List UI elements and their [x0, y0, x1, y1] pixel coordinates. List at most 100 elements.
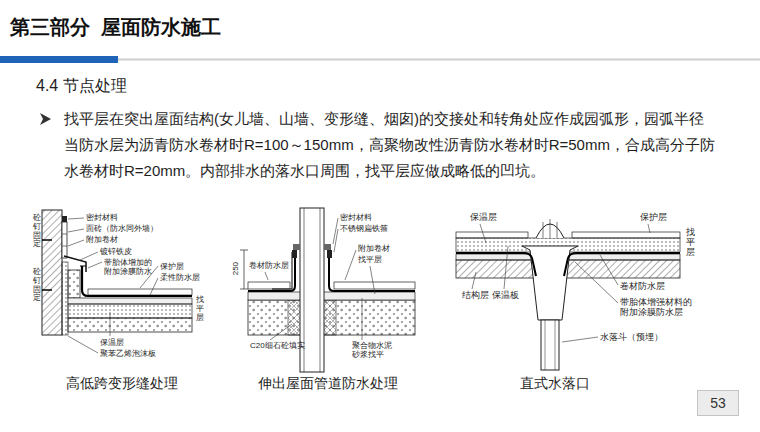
part-label: 找平层	[686, 228, 695, 258]
face-tile	[62, 216, 67, 258]
roof-drain	[543, 222, 544, 238]
leader-line	[68, 336, 98, 353]
part-label: 附加卷材	[86, 235, 118, 244]
bullet-arrow	[40, 113, 51, 125]
part-label: 卷材防水层	[620, 281, 665, 291]
roof-drain	[541, 320, 559, 370]
roof-drain	[456, 219, 680, 370]
leader-line	[68, 218, 158, 353]
leader-line	[333, 218, 338, 244]
pipe-flashing	[272, 252, 292, 289]
face-tile	[62, 246, 67, 247]
leader-line	[270, 324, 292, 340]
dimension-line	[244, 250, 245, 289]
leader-line	[600, 255, 618, 285]
face-tile	[62, 234, 67, 235]
roof-layers	[68, 270, 80, 298]
parapet-wall	[42, 210, 62, 335]
header-rule	[0, 56, 760, 63]
vent-pipe	[320, 208, 321, 372]
part-label: 密封材料	[340, 213, 372, 222]
part-label: 带胎体增加的附加涂膜防水	[104, 258, 156, 276]
leader-line	[150, 278, 158, 295]
roof-slab	[334, 282, 415, 289]
bullet-arrow	[40, 113, 51, 125]
roof-layers	[88, 289, 192, 295]
roof-drain	[555, 320, 556, 370]
figure-caption: 高低跨变形缝处理	[12, 375, 232, 391]
dimension-line	[240, 250, 248, 289]
roof-drain	[550, 219, 551, 238]
face-tile	[62, 222, 67, 258]
section-heading: 4.4 节点处理	[36, 77, 127, 95]
part-label: 保护层	[640, 212, 667, 222]
page-number-box: 53	[697, 390, 739, 416]
part-label: 不锈钢扁铁箍	[340, 224, 388, 233]
figure-caption: 直式水落口	[445, 375, 665, 391]
part-label: 聚苯乙烯泡沫板	[100, 349, 156, 358]
leader-line	[504, 246, 508, 289]
pipe-flashing	[292, 250, 297, 258]
foam-board	[62, 262, 68, 335]
leader-line	[648, 224, 650, 233]
part-label: 附加卷材	[358, 244, 390, 253]
part-label: 保护层	[160, 262, 184, 271]
roof-slab	[248, 282, 290, 289]
part-label: 镀锌铁皮	[100, 247, 132, 256]
part-label: 找平层	[358, 255, 382, 264]
roof-slab	[248, 292, 415, 300]
dimension: 250	[231, 259, 240, 279]
part-label: 卷材防水层	[249, 261, 289, 270]
leader-line	[265, 272, 268, 280]
part-label: 找平层	[196, 296, 204, 322]
roof-layers	[68, 304, 192, 318]
part-label: 保温层	[470, 212, 497, 222]
foam-board	[62, 262, 68, 335]
header-rule	[0, 56, 118, 63]
roof-drain	[522, 246, 578, 320]
parapet-wall	[42, 210, 62, 335]
part-label: 密封材料	[86, 213, 118, 222]
part-label: 保温层	[100, 338, 124, 347]
parapet-wall	[42, 239, 52, 241]
roof-slab	[248, 300, 415, 335]
dimension-line	[240, 289, 248, 290]
leader-line	[68, 218, 84, 219]
part-label: 保温板	[492, 290, 519, 300]
leader-line	[110, 312, 111, 336]
header-rule	[118, 59, 760, 61]
roof-layers	[68, 298, 192, 304]
pipe-flashing	[293, 244, 300, 250]
roof-layers	[68, 318, 192, 332]
leader-line	[472, 272, 476, 289]
leader-line	[334, 229, 338, 252]
roof-drain	[564, 253, 680, 276]
part-label: 柔性防水层	[160, 273, 200, 282]
part-label: 结构层	[462, 290, 489, 300]
leader-line	[68, 229, 84, 232]
leader-line	[575, 262, 618, 303]
face-tile	[62, 216, 67, 222]
leader-line	[362, 298, 363, 340]
part-label: 面砖（防水同外墙）	[86, 224, 158, 233]
roof-layers	[572, 232, 680, 238]
roof-drain	[545, 320, 546, 370]
pipe-flashing	[324, 244, 331, 250]
roof-layers	[456, 232, 528, 238]
page-number: 53	[710, 395, 726, 411]
parapet-wall	[42, 289, 52, 291]
roof-drain	[456, 253, 536, 276]
figure-caption: 伸出屋面管道防水处理	[218, 375, 438, 391]
part-label: 砼钉固定	[33, 268, 41, 303]
part-label: 水落斗（预埋）	[600, 332, 663, 342]
leader-line	[562, 337, 598, 342]
part-label: 聚合物水泥砂浆找平	[352, 341, 396, 359]
pipe-flashing	[248, 250, 295, 291]
leader-line	[80, 252, 98, 260]
pipe-flashing	[248, 244, 415, 291]
leader-line	[370, 266, 375, 294]
part-label: 砼钉固定	[33, 214, 41, 249]
bullet-text: 找平层在突出屋面结构(女儿墙、山墙、变形缝、烟囱)的交接处和转角处应作成园弧形，…	[64, 106, 716, 184]
dimension-line	[240, 250, 248, 251]
